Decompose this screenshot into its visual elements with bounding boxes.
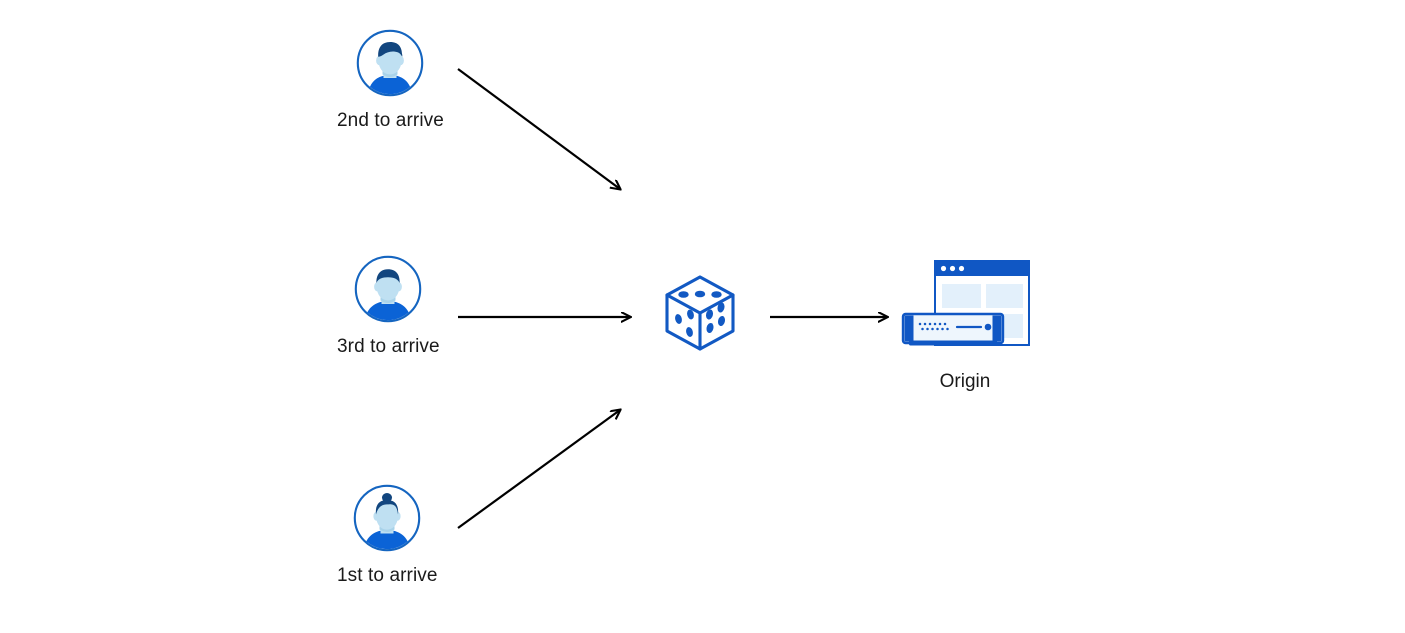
router-device-icon bbox=[901, 312, 1005, 346]
user-avatar-icon bbox=[354, 255, 422, 323]
dice-icon bbox=[657, 269, 743, 355]
origin-label: Origin bbox=[939, 371, 991, 392]
arrow-2nd-to-dice bbox=[457, 68, 620, 189]
client-node-1st[interactable]: 1st to arrive bbox=[337, 484, 438, 585]
client-label-3rd: 3rd to arrive bbox=[337, 336, 440, 357]
client-label-1st: 1st to arrive bbox=[337, 565, 438, 586]
client-label-2nd: 2nd to arrive bbox=[337, 110, 444, 131]
origin-node[interactable]: Origin bbox=[899, 256, 1031, 391]
user-avatar-icon bbox=[353, 484, 421, 552]
origin-server-icon bbox=[899, 256, 1031, 356]
user-avatar-icon bbox=[356, 29, 424, 97]
arrow-1st-to-dice bbox=[457, 410, 620, 529]
dice-node[interactable] bbox=[657, 269, 743, 355]
client-node-2nd[interactable]: 2nd to arrive bbox=[337, 29, 444, 130]
client-node-3rd[interactable]: 3rd to arrive bbox=[337, 255, 440, 356]
